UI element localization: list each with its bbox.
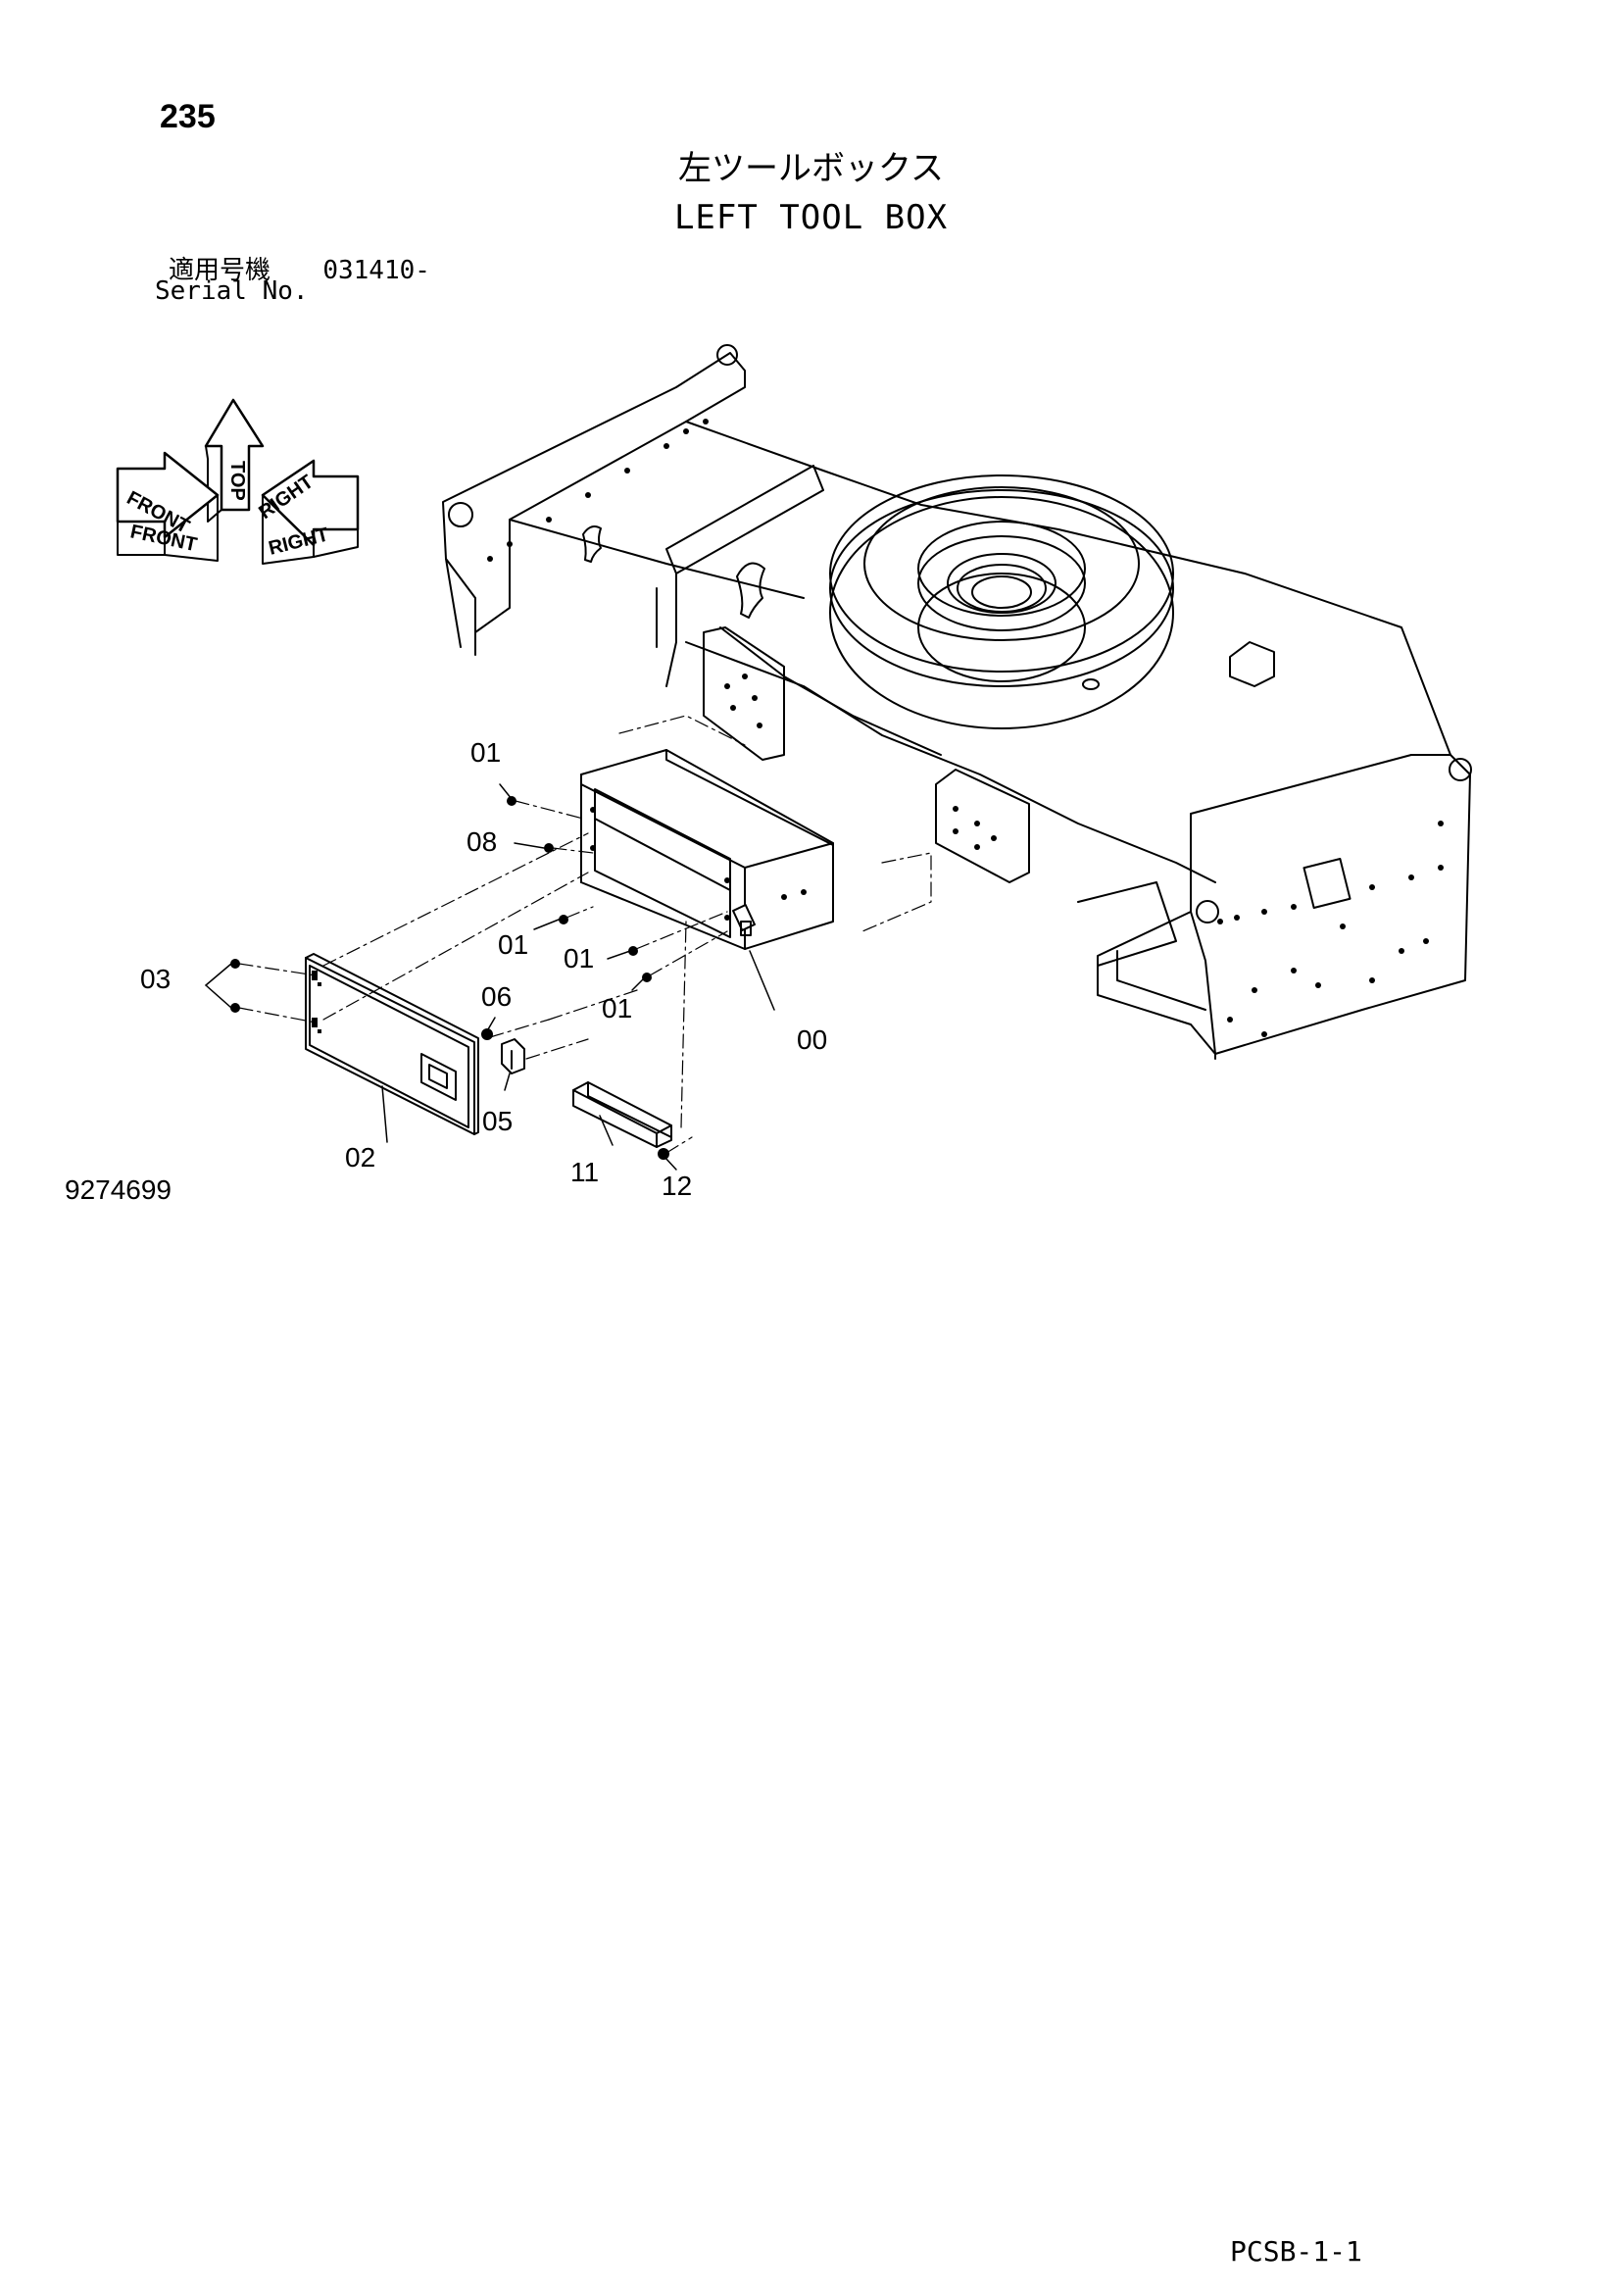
title-japanese: 左ツールボックス	[678, 149, 944, 188]
callout-08: 08	[467, 826, 498, 857]
orientation-indicator: TOP FRONT FRONT RIGHT RIGHT	[116, 398, 360, 565]
phantom-lines	[238, 715, 932, 1154]
callout-12: 12	[662, 1171, 693, 1201]
tool-box-door	[305, 953, 479, 1135]
tool-rail	[572, 1081, 672, 1160]
serial-applicability: 適用号機 031410-	[169, 250, 430, 286]
page-number: 235	[160, 98, 216, 135]
serial-label-en: Serial No.	[155, 276, 309, 306]
callout-11: 11	[570, 1157, 600, 1187]
tool-box	[580, 749, 834, 950]
upper-frame	[442, 344, 1472, 1060]
leader-lines	[205, 783, 775, 1171]
drawing-number: 9274699	[65, 1174, 172, 1205]
serial-value: 031410-	[322, 256, 430, 285]
callout-05: 05	[482, 1106, 514, 1136]
callout-01-lower: 01	[602, 993, 633, 1023]
callout-01-mid: 01	[498, 929, 529, 960]
callout-01-right: 01	[564, 943, 595, 973]
callout-01-top: 01	[470, 737, 502, 768]
callout-06: 06	[481, 981, 513, 1012]
page-code: PCSB-1-1	[1230, 2235, 1362, 2268]
callout-00: 00	[797, 1024, 828, 1055]
callout-02: 02	[345, 1142, 376, 1173]
latch-parts	[481, 1028, 525, 1074]
callout-03: 03	[140, 964, 172, 994]
orientation-top-label: TOP	[226, 461, 248, 501]
title-english: LEFT TOOL BOX	[673, 198, 949, 237]
serial-label-jp: 適用号機	[169, 256, 271, 285]
fasteners	[230, 796, 652, 1013]
